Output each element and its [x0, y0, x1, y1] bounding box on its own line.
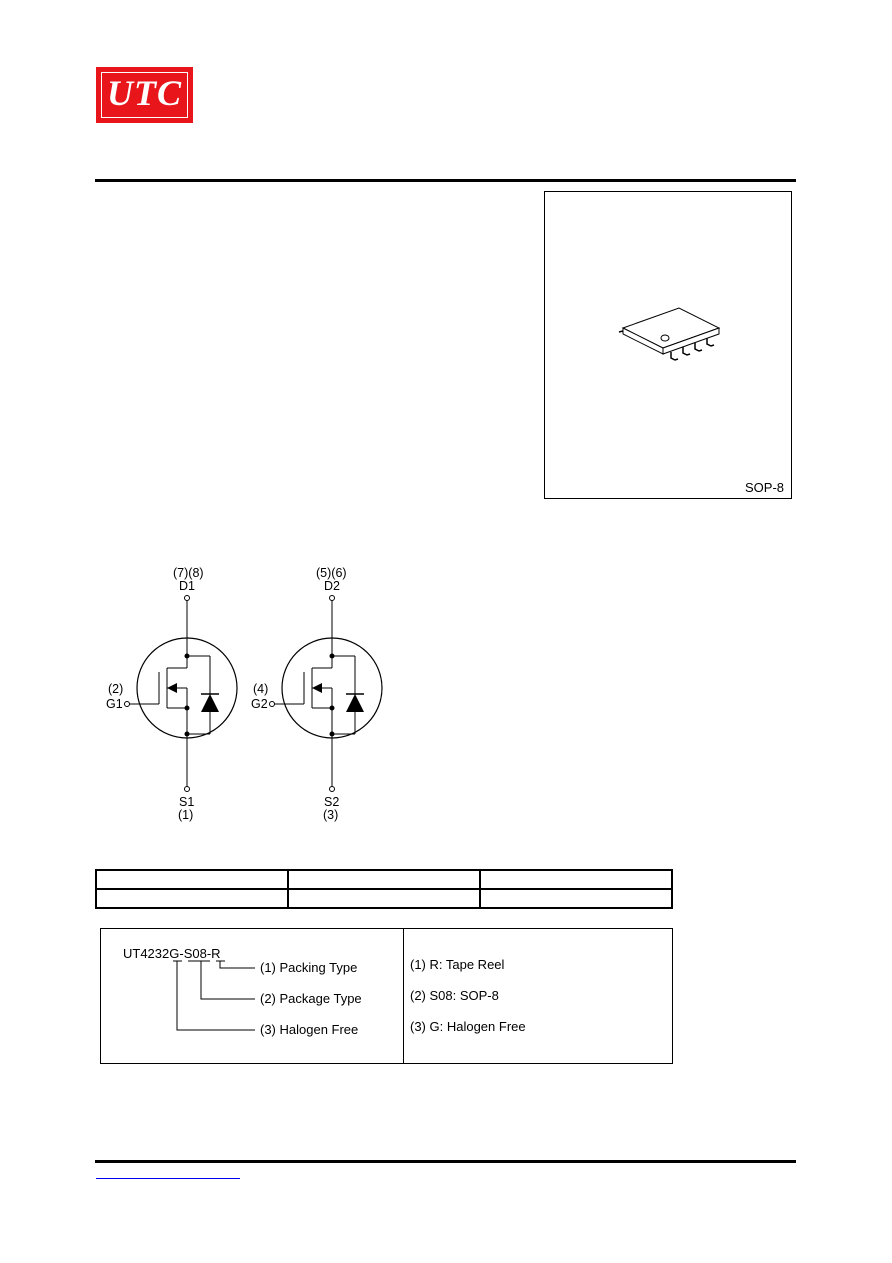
ordering-table [95, 869, 673, 909]
d1-pins: (7)(8) [173, 566, 204, 580]
pn-field-value: (3) G: Halogen Free [410, 1019, 526, 1034]
footer-rule [95, 1160, 796, 1163]
logo-text: UTC [107, 73, 182, 113]
g1-pin: (2) [108, 682, 123, 696]
pn-divider [403, 929, 404, 1063]
table-cell [95, 888, 289, 909]
pn-leader-lines [173, 960, 255, 1031]
pn-field-value: (1) R: Tape Reel [410, 957, 505, 972]
dual-mosfet-symbol: (7)(8) D1 (2) G1 S1 (1) (5)(6) [106, 566, 383, 822]
pn-field-label: (1) Packing Type [260, 960, 358, 975]
part-number-box: UT4232G-S08-R (1) Packing Type (2) Packa… [100, 928, 673, 1064]
pn-field-value: (2) S08: SOP-8 [410, 988, 499, 1003]
pn-field-label: (3) Halogen Free [260, 1022, 359, 1037]
table-cell [287, 888, 481, 909]
table-cell [479, 869, 673, 890]
utc-logo: UTC [96, 67, 193, 123]
d2-pins: (5)(6) [316, 566, 347, 580]
package-label: SOP-8 [744, 480, 784, 495]
s2-label: S2 [324, 795, 339, 809]
s2-pin: (3) [323, 808, 338, 822]
pn-field-label: (2) Package Type [260, 991, 362, 1006]
package-box: SOP-8 [544, 191, 792, 499]
part-number: UT4232G-S08-R [123, 946, 221, 961]
d2-label: D2 [324, 579, 340, 593]
footer-link-underline[interactable] [96, 1178, 240, 1179]
g1-label: G1 [106, 697, 123, 711]
table-cell [287, 869, 481, 890]
g2-label: G2 [251, 697, 268, 711]
mosfet-1: (7)(8) D1 (2) G1 S1 (1) [106, 566, 238, 822]
s1-pin: (1) [178, 808, 193, 822]
table-cell [479, 888, 673, 909]
table-row [95, 869, 673, 890]
g2-pin: (4) [253, 682, 268, 696]
d1-label: D1 [179, 579, 195, 593]
logo-border [101, 72, 188, 118]
mosfet-2: (5)(6) D2 (4) G2 S2 (3) [251, 566, 383, 822]
table-cell [95, 869, 289, 890]
header-rule [95, 179, 796, 182]
sop8-chip-illustration [618, 307, 721, 361]
table-row [95, 888, 673, 909]
s1-label: S1 [179, 795, 194, 809]
